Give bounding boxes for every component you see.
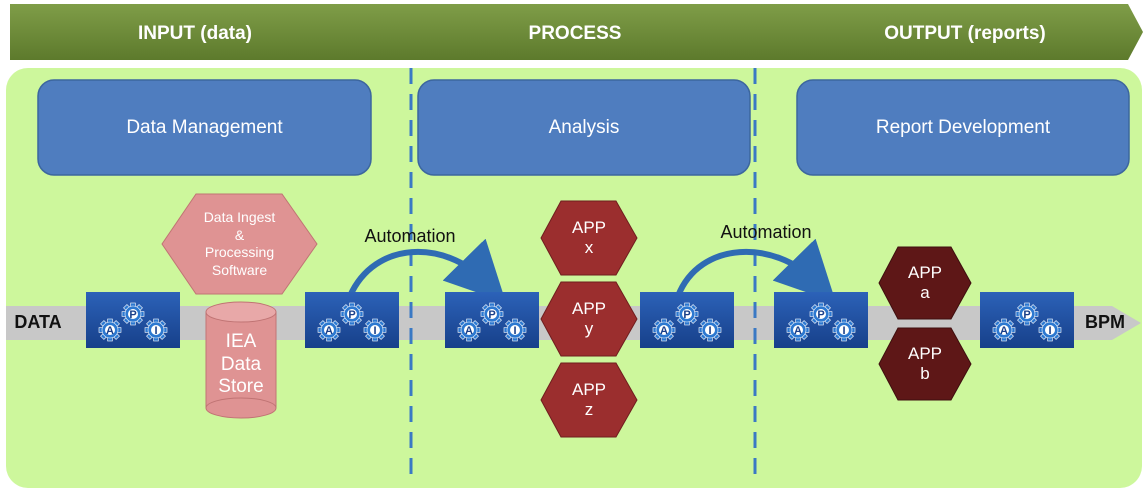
- header-input-label: INPUT (data): [138, 23, 252, 44]
- report-development-box: [796, 79, 1130, 176]
- api-letter-i: I: [1048, 325, 1051, 337]
- api-letter-p: P: [129, 309, 136, 321]
- report-development-label: Report Development: [875, 116, 1051, 138]
- app-z-hexagon: [540, 362, 638, 438]
- api-letter-a: A: [106, 325, 114, 337]
- app-x-hexagon: [540, 200, 638, 276]
- analysis-label: Analysis: [548, 116, 620, 138]
- api-letter-i: I: [373, 325, 376, 337]
- api-letter-p: P: [817, 309, 824, 321]
- analysis-box: [417, 79, 751, 176]
- app-z-label: APP z: [571, 379, 607, 419]
- app-x-label: APP x: [571, 217, 607, 257]
- automation-arrow-2: [675, 238, 836, 303]
- api-letter-a: A: [660, 325, 668, 337]
- processing-software-label: Data Ingest & Processing Software: [203, 209, 276, 278]
- api-icon-5: A P I: [774, 292, 868, 348]
- api-icon-2: A P I: [305, 292, 399, 348]
- processing-software-hexagon: [161, 193, 318, 295]
- header-process-label: PROCESS: [528, 23, 622, 44]
- api-icon-1: A P I: [86, 292, 180, 348]
- automation-arrow-1: [347, 238, 506, 303]
- api-letter-a: A: [465, 325, 473, 337]
- app-y-hexagon: [540, 281, 638, 357]
- automation-label-2: Automation: [720, 221, 812, 242]
- api-letter-p: P: [1023, 309, 1030, 321]
- app-y-label: APP y: [571, 298, 607, 338]
- data-store-cylinder: [205, 301, 277, 419]
- api-letter-p: P: [488, 309, 495, 321]
- app-b-hexagon: [878, 327, 972, 401]
- header-banner: [10, 4, 1143, 60]
- api-letter-a: A: [1000, 325, 1008, 337]
- flow-end-label: BPM: [1085, 311, 1125, 332]
- app-b-label: APP b: [907, 343, 943, 383]
- api-letter-p: P: [683, 309, 690, 321]
- api-icon-3: A P I: [445, 292, 539, 348]
- api-icon-6: A P I: [980, 292, 1074, 348]
- api-letter-i: I: [708, 325, 711, 337]
- api-icon-4: A P I: [640, 292, 734, 348]
- app-a-hexagon: [878, 246, 972, 320]
- automation-label-1: Automation: [364, 225, 456, 246]
- flow-start-label: DATA: [14, 311, 62, 332]
- api-letter-a: A: [325, 325, 333, 337]
- data-management-label: Data Management: [126, 116, 283, 138]
- data-store-label: IEA Data Store: [218, 330, 264, 398]
- api-letter-a: A: [794, 325, 802, 337]
- api-letter-i: I: [513, 325, 516, 337]
- api-letter-p: P: [348, 309, 355, 321]
- api-letter-i: I: [842, 325, 845, 337]
- app-a-label: APP a: [907, 262, 943, 302]
- data-management-box: [37, 79, 372, 176]
- header-output-label: OUTPUT (reports): [884, 23, 1046, 44]
- api-letter-i: I: [154, 325, 157, 337]
